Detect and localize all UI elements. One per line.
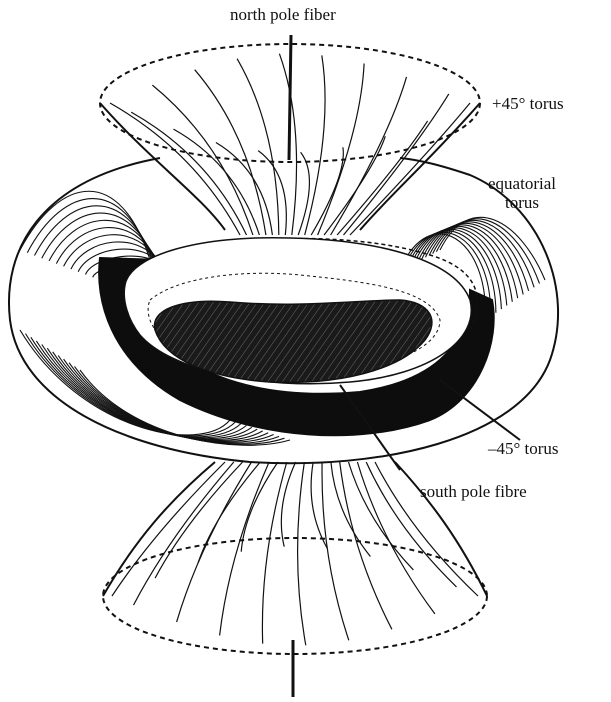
lower-fiber-line	[298, 462, 306, 645]
lower-fiber-line	[331, 462, 371, 557]
upper-fiber-line	[305, 55, 325, 235]
lower-torus-rim	[103, 538, 487, 654]
equatorial-torus-label: equatorial torus	[488, 175, 556, 212]
equatorial-label-line1: equatorial	[488, 175, 556, 194]
equatorial-label-line2: torus	[488, 194, 556, 213]
lower-fiber-line	[262, 462, 286, 644]
lower-fiber-line	[311, 462, 327, 548]
upper-fiber-line	[110, 103, 240, 235]
lower-fiber-line	[349, 462, 414, 570]
upper-fiber-line	[258, 151, 286, 235]
plus45-torus-label: +45° torus	[492, 95, 564, 114]
lower-fiber-line	[112, 462, 225, 596]
minus45-leader	[440, 380, 520, 440]
minus45-torus-label: –45° torus	[488, 440, 559, 459]
south-pole-fibre-label: south pole fibre	[420, 483, 527, 502]
torus-fiber-left	[35, 206, 154, 262]
north-pole-fiber-label: north pole fiber	[230, 6, 336, 25]
